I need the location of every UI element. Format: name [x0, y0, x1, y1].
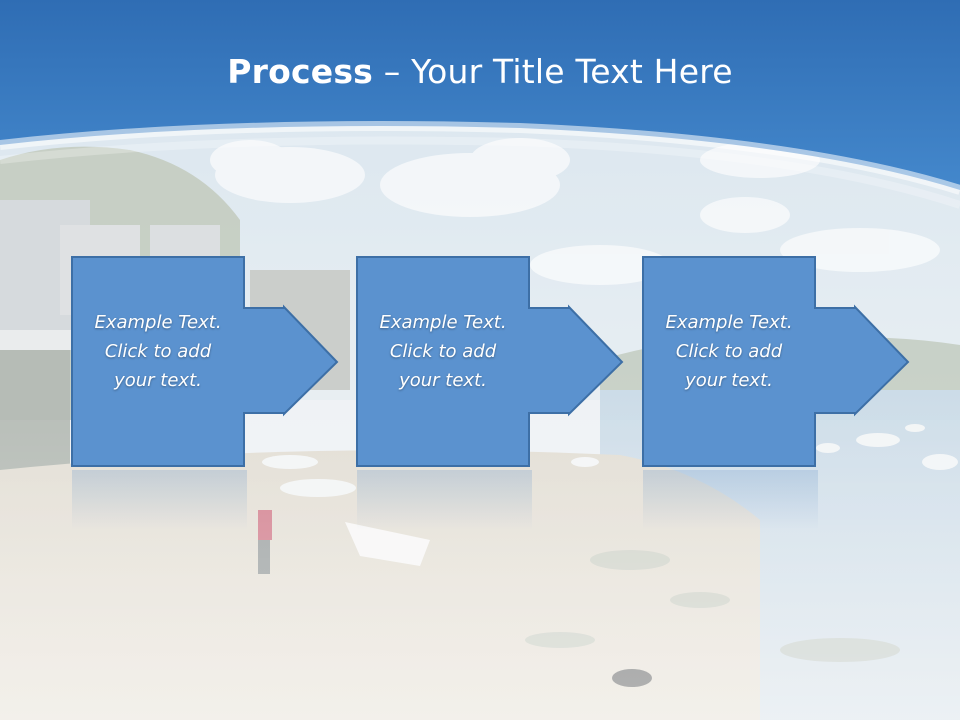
process-step-1[interactable]: Example Text. Click to add your text.	[71, 256, 343, 468]
title-rest: – Your Title Text Here	[373, 52, 733, 91]
step-line-2: Click to add	[389, 341, 497, 362]
process-step-2[interactable]: Example Text. Click to add your text.	[356, 256, 628, 468]
arrow-callout-shape	[642, 256, 910, 467]
step-reflection-2	[357, 470, 532, 530]
title-bold: Process	[227, 52, 374, 91]
step-line-3: your text.	[114, 370, 202, 391]
step-reflection-1	[72, 470, 247, 530]
step-line-2: Click to add	[675, 341, 783, 362]
step-line-3: your text.	[399, 370, 487, 391]
step-line-2: Click to add	[104, 341, 212, 362]
step-text-3[interactable]: Example Text. Click to add your text.	[644, 308, 814, 395]
step-text-2[interactable]: Example Text. Click to add your text.	[358, 308, 528, 395]
step-text-1[interactable]: Example Text. Click to add your text.	[73, 308, 243, 395]
step-line-1: Example Text.	[94, 312, 222, 333]
arrow-callout-shape	[356, 256, 624, 467]
arrow-callout-shape	[71, 256, 339, 467]
slide-title[interactable]: Process – Your Title Text Here	[0, 52, 960, 91]
step-line-1: Example Text.	[665, 312, 793, 333]
step-line-1: Example Text.	[379, 312, 507, 333]
process-step-3[interactable]: Example Text. Click to add your text.	[642, 256, 914, 468]
step-reflection-3	[643, 470, 818, 530]
step-line-3: your text.	[685, 370, 773, 391]
